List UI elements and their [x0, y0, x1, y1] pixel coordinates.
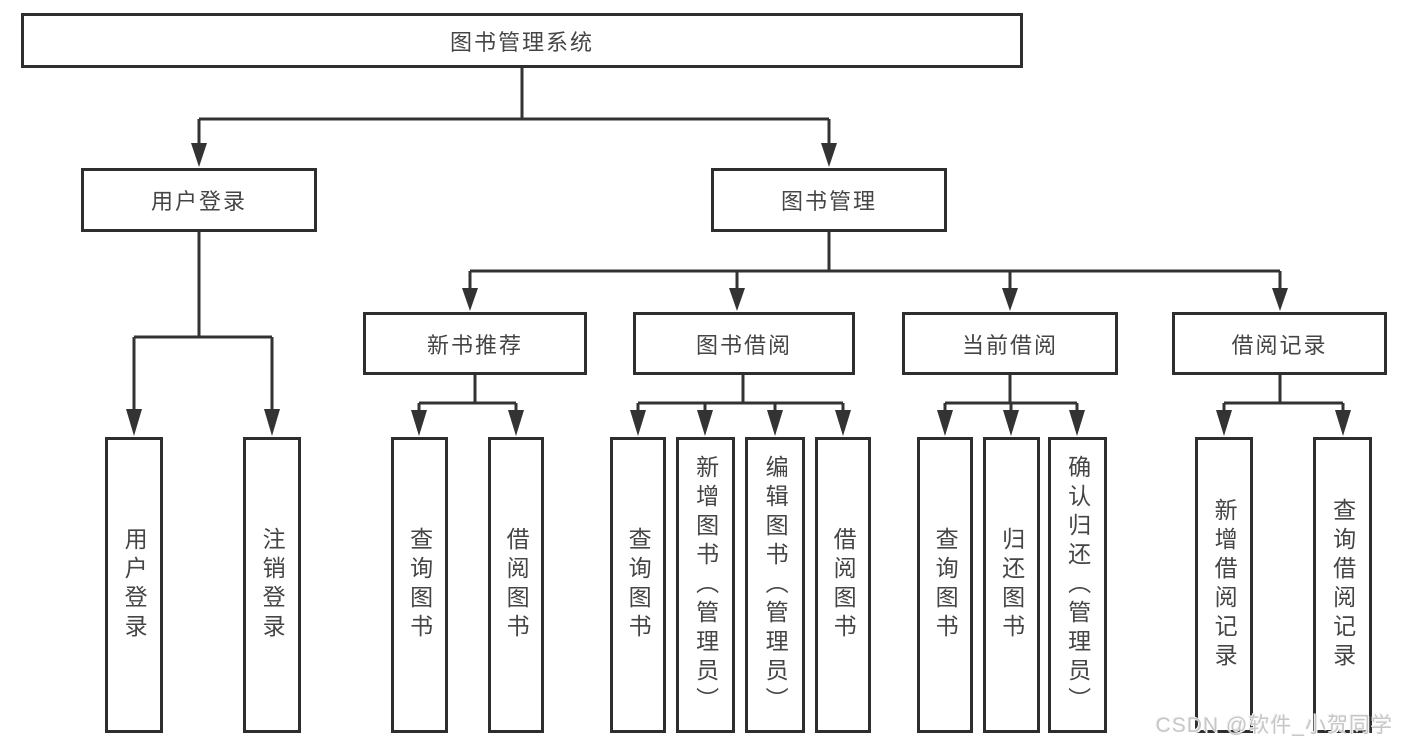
leaf-confirm-return-admin: 确认归还（管理员） — [1048, 437, 1107, 733]
leaf-add-borrow-record-label: 新增借阅记录 — [1211, 498, 1238, 672]
leaf-query-borrow-record-label: 查询借阅记录 — [1329, 498, 1356, 672]
leaf-query-book-recommend-label: 查询图书 — [406, 527, 433, 643]
leaf-borrow-book-recommend: 借阅图书 — [488, 437, 544, 733]
leaf-query-book-recommend: 查询图书 — [391, 437, 448, 733]
leaf-logout: 注销登录 — [243, 437, 301, 733]
node-current-borrow-label: 当前借阅 — [961, 332, 1058, 358]
leaf-edit-book-admin-label: 编辑图书（管理员） — [762, 454, 789, 716]
leaf-return-book: 归还图书 — [983, 437, 1040, 733]
leaf-user-login-label: 用户登录 — [121, 527, 148, 643]
csdn-watermark: CSDN @软件_小贺同学 — [1155, 714, 1393, 737]
leaf-query-book-current: 查询图书 — [917, 437, 973, 733]
arrowheads — [126, 143, 1351, 436]
node-new-book-recommend: 新书推荐 — [363, 312, 587, 375]
node-book-management: 图书管理 — [711, 168, 947, 232]
leaf-user-login: 用户登录 — [105, 437, 163, 733]
leaf-borrow-book: 借阅图书 — [815, 437, 871, 733]
leaf-borrow-book-recommend-label: 借阅图书 — [503, 527, 530, 643]
node-current-borrow: 当前借阅 — [902, 312, 1118, 375]
node-user-login-label: 用户登录 — [150, 189, 247, 214]
node-borrow-records: 借阅记录 — [1172, 312, 1387, 375]
node-new-book-recommend-label: 新书推荐 — [426, 332, 523, 358]
node-library-system-label: 图书管理系统 — [449, 29, 594, 55]
leaf-query-borrow-record: 查询借阅记录 — [1313, 437, 1372, 733]
node-book-borrow-label: 图书借阅 — [695, 332, 792, 358]
leaf-return-book-label: 归还图书 — [998, 527, 1025, 643]
leaf-logout-label: 注销登录 — [259, 527, 286, 643]
node-book-borrow: 图书借阅 — [633, 312, 855, 375]
leaf-edit-book-admin: 编辑图书（管理员） — [745, 437, 805, 733]
leaf-add-book-admin: 新增图书（管理员） — [676, 437, 735, 733]
leaf-add-borrow-record: 新增借阅记录 — [1195, 437, 1253, 733]
leaf-borrow-book-label: 借阅图书 — [830, 527, 857, 643]
node-book-management-label: 图书管理 — [780, 189, 877, 214]
node-borrow-records-label: 借阅记录 — [1231, 332, 1328, 358]
node-user-login: 用户登录 — [81, 168, 317, 232]
leaf-add-book-admin-label: 新增图书（管理员） — [692, 454, 719, 716]
leaf-query-book-borrow: 查询图书 — [610, 437, 666, 733]
leaf-query-book-current-label: 查询图书 — [932, 527, 959, 643]
leaf-confirm-return-admin-label: 确认归还（管理员） — [1064, 454, 1091, 716]
leaf-query-book-borrow-label: 查询图书 — [625, 527, 652, 643]
node-library-system: 图书管理系统 — [21, 13, 1023, 68]
